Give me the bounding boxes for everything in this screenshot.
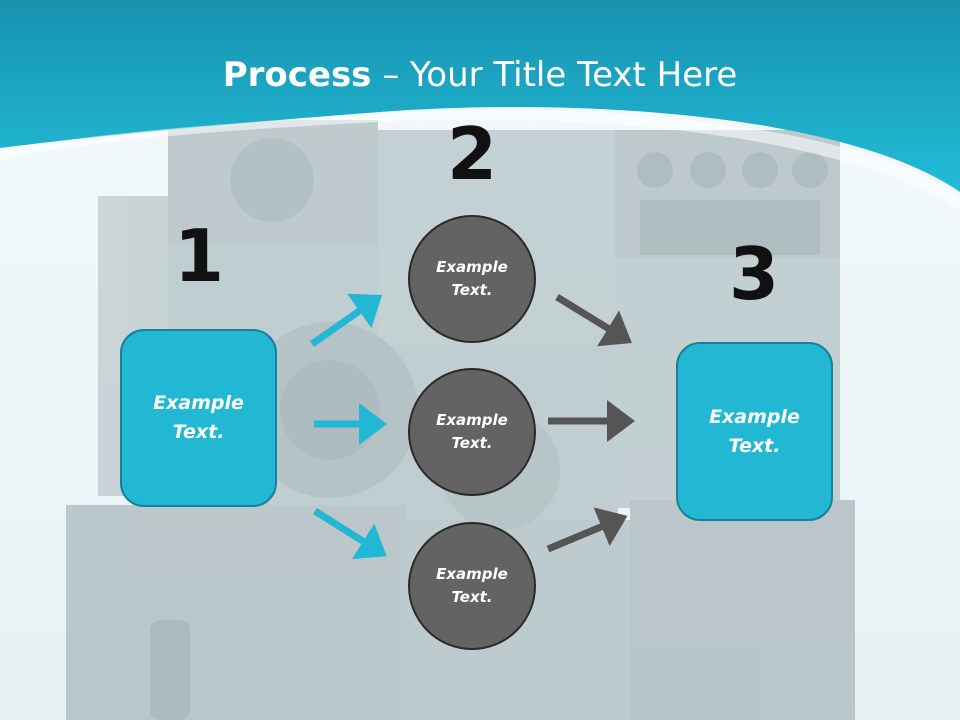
title-rest: – Your Title Text Here <box>371 55 738 95</box>
step-2-circle-bottom-line-1: Example <box>436 565 508 583</box>
step-2-circle-top-line-1: Example <box>436 258 508 276</box>
step-3-box-line-2: Text. <box>728 434 781 457</box>
arrow-bottom-to-right <box>546 507 628 553</box>
step-2-circle-bottom: Example Text. <box>408 522 536 650</box>
arrow-top-to-right <box>555 294 632 347</box>
step-3-box-line-1: Example <box>709 405 800 428</box>
step-2-circle-middle-line-2: Text. <box>451 434 493 452</box>
step-3-box: Example Text. <box>676 342 833 521</box>
step-2-circle-top: Example Text. <box>408 215 536 343</box>
title-bold: Process <box>222 55 372 95</box>
step-2-circle-middle-line-1: Example <box>436 411 508 429</box>
step-2-circle-middle: Example Text. <box>408 368 536 496</box>
step-1-box-line-1: Example <box>153 392 244 414</box>
step-number-1: 1 <box>173 214 225 298</box>
step-1-box: Example Text. <box>120 329 277 507</box>
arrow-left-to-top <box>309 293 383 347</box>
step-number-3: 3 <box>728 232 780 316</box>
arrow-left-to-bottom <box>313 508 387 560</box>
slide-title: Process – Your Title Text Here <box>0 54 960 96</box>
step-1-box-line-2: Text. <box>172 421 225 443</box>
step-2-circle-bottom-line-2: Text. <box>451 588 493 606</box>
title-banner <box>0 0 960 192</box>
step-number-2: 2 <box>446 112 498 196</box>
step-2-circle-top-line-2: Text. <box>451 281 493 299</box>
banner-highlight-wave <box>0 110 960 210</box>
